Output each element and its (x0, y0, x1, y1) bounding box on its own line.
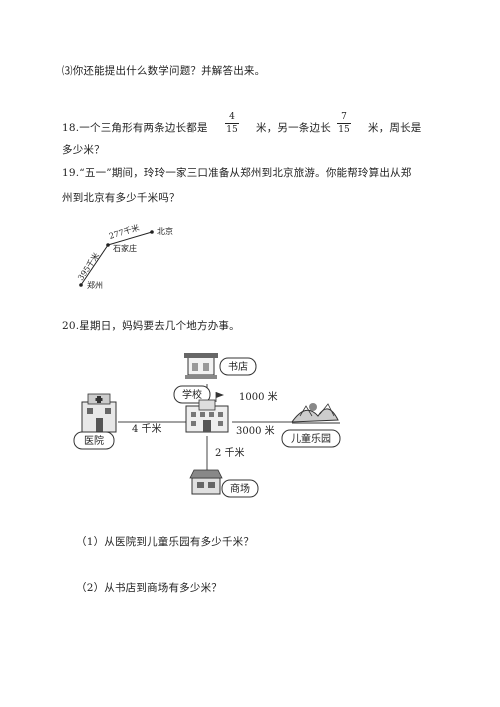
mall-label: 商场 (230, 482, 250, 495)
fraction-bar (225, 123, 239, 124)
shijiazhuang-dot (106, 243, 110, 247)
fraction-denominator: 15 (226, 125, 238, 135)
beijing-label: 北京 (157, 226, 173, 236)
question-20-part-1: （1）从医院到儿童乐园有多少千米？ (76, 536, 255, 548)
route-map: 北京 石家庄 郑州 277千米 395千米 (75, 222, 173, 290)
route-shijiazhuang-beijing (107, 231, 153, 246)
question-18-prefix: 18.一个三角形有两条边长都是 (62, 122, 208, 134)
bookstore-label-box (219, 357, 257, 376)
hospital-label: 医院 (84, 434, 104, 447)
fraction-numerator: 7 (341, 112, 347, 122)
fraction-denominator: 15 (338, 125, 350, 135)
distance-lower-label: 395千米 (75, 251, 101, 283)
fraction-4-15: 4 15 (225, 112, 239, 135)
distance-school-park: 3000 米 (236, 424, 275, 437)
question-17-part-3: ⑶你还能提出什么数学问题？并解答出来。 (62, 65, 266, 77)
shijiazhuang-label: 石家庄 (113, 243, 137, 253)
school-label-box (173, 385, 211, 404)
question-18-middle: 米，另一条边长 (256, 122, 331, 134)
fraction-7-15: 7 15 (337, 112, 351, 135)
question-20-title: 20.星期日，妈妈要去几个地方办事。 (62, 320, 240, 332)
question-19-line2: 州到北京有多少千米吗？ (62, 192, 180, 204)
distance-school-bookstore: 1000 米 (239, 390, 278, 403)
fraction-numerator: 4 (229, 112, 235, 122)
mall-icon (189, 469, 223, 495)
question-18-suffix: 米，周长是 (368, 122, 422, 134)
distance-hospital-school: 4 千米 (132, 422, 162, 435)
hospital-icon (81, 393, 117, 433)
question-19-line1: 19.“五一”期间，玲玲一家三口准备从郑州到北京旅游。你能帮玲算出从郑 (62, 167, 412, 179)
bookstore-label: 书店 (228, 360, 248, 373)
beijing-dot (150, 230, 154, 234)
mall-label-box (221, 479, 259, 498)
park-label-box (281, 429, 341, 448)
park-label: 儿童乐园 (291, 432, 331, 445)
zhengzhou-dot (79, 283, 83, 287)
zhengzhou-label: 郑州 (87, 280, 103, 290)
route-zhengzhou-shijiazhuang (80, 244, 109, 286)
places-map: 书店 学校 1000 米 医院 4 千米 儿童乐园 3000 米 (73, 353, 341, 498)
park-icon (291, 403, 340, 424)
question-20-part-2: （2）从书店到商场有多少米？ (76, 582, 222, 594)
fraction-bar (337, 123, 351, 124)
hospital-label-box (73, 431, 115, 450)
school-icon (185, 392, 229, 433)
distance-school-mall: 2 千米 (215, 446, 245, 459)
question-18-line2: 多少米？ (62, 144, 105, 156)
distance-upper-label: 277千米 (108, 222, 141, 241)
bookstore-icon (184, 353, 218, 379)
school-label: 学校 (182, 388, 202, 401)
